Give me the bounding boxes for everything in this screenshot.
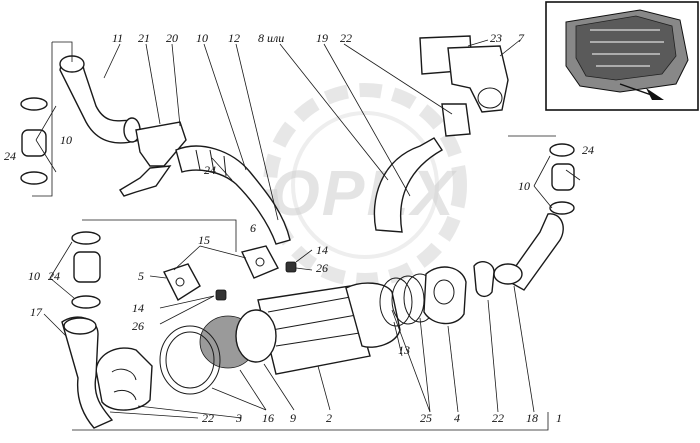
bracket-21 bbox=[119, 165, 172, 197]
label-14-left: 14 bbox=[132, 301, 144, 315]
part-labels: 11 21 20 10 12 8 или 19 22 23 7 10 24 24… bbox=[4, 31, 594, 425]
label-1: 1 bbox=[556, 411, 562, 425]
label-22-bottom-right: 22 bbox=[492, 411, 504, 425]
plug-26-right bbox=[285, 261, 297, 273]
label-14-right: 14 bbox=[316, 243, 328, 257]
label-24-left: 24 bbox=[48, 269, 60, 283]
clamp-10-left-top bbox=[71, 231, 101, 245]
label-10-left: 10 bbox=[28, 269, 40, 283]
hose-17-end bbox=[63, 317, 97, 335]
label-6: 6 bbox=[250, 221, 256, 235]
pipe-12 bbox=[175, 145, 291, 245]
label-10-top: 10 bbox=[196, 31, 208, 45]
label-13: 13 bbox=[398, 343, 410, 357]
label-25: 25 bbox=[420, 411, 432, 425]
label-9: 9 bbox=[290, 411, 296, 425]
plate-6-hole bbox=[255, 257, 265, 267]
label-2: 2 bbox=[326, 411, 332, 425]
cover-4 bbox=[423, 266, 467, 325]
leader-lines bbox=[35, 39, 581, 431]
flange-22-upper bbox=[441, 103, 471, 137]
label-15: 15 bbox=[198, 233, 210, 247]
label-16: 16 bbox=[262, 411, 274, 425]
core-9-shell bbox=[235, 309, 277, 363]
label-21: 21 bbox=[138, 31, 150, 45]
label-19: 19 bbox=[316, 31, 328, 45]
cooler-body-lines bbox=[267, 295, 367, 347]
label-10-upper-left: 10 bbox=[60, 133, 72, 147]
clamp-10-left-bottom bbox=[71, 295, 101, 309]
label-24-pipe: 24 bbox=[204, 163, 216, 177]
label-3: 3 bbox=[235, 411, 242, 425]
plug-26-left bbox=[215, 289, 227, 301]
clamp-10-top bbox=[20, 97, 48, 111]
label-10-right: 10 bbox=[518, 179, 530, 193]
manifold-7 bbox=[447, 45, 509, 113]
sleeve-24-right bbox=[551, 163, 575, 191]
plate-6 bbox=[241, 245, 279, 279]
manifold-7-port bbox=[477, 87, 503, 109]
label-22-top: 22 bbox=[340, 31, 352, 45]
label-8: 8 или bbox=[258, 31, 284, 45]
plate-5 bbox=[163, 263, 201, 302]
callout-box-left bbox=[82, 219, 237, 252]
label-24-upper-left: 24 bbox=[4, 149, 16, 163]
sleeve-24-left bbox=[73, 251, 101, 283]
end-cover-3-detail bbox=[111, 368, 137, 401]
label-22-bottom-left: 22 bbox=[202, 411, 214, 425]
watermark-gear bbox=[263, 83, 467, 287]
label-26-right: 26 bbox=[316, 261, 328, 275]
clamp-10-right-top bbox=[549, 143, 575, 157]
cover-4-port bbox=[433, 279, 455, 305]
sleeve-24-upper bbox=[21, 129, 47, 157]
label-17: 17 bbox=[30, 305, 43, 319]
label-12: 12 bbox=[228, 31, 240, 45]
gasket-16 bbox=[159, 325, 221, 395]
label-24-right: 24 bbox=[582, 143, 594, 157]
label-7: 7 bbox=[518, 31, 525, 45]
label-20: 20 bbox=[166, 31, 178, 45]
ring-25a bbox=[379, 277, 413, 327]
label-23: 23 bbox=[490, 31, 502, 45]
plate-5-hole bbox=[175, 277, 185, 287]
pipe-19 bbox=[373, 137, 444, 233]
clamp-10-bottom bbox=[20, 171, 48, 185]
gasket-16-inner bbox=[165, 331, 215, 389]
label-5: 5 bbox=[138, 269, 144, 283]
cooler-flange-13 bbox=[345, 282, 401, 348]
label-18: 18 bbox=[526, 411, 538, 425]
end-cover-3 bbox=[95, 347, 153, 411]
callout-box-upper-left bbox=[32, 41, 73, 197]
ring-25b bbox=[391, 275, 425, 325]
engine-inset bbox=[545, 1, 699, 111]
label-4: 4 bbox=[454, 411, 460, 425]
flange-18 bbox=[493, 263, 523, 285]
watermark-text: OPEX bbox=[270, 157, 457, 229]
label-11: 11 bbox=[112, 31, 123, 45]
label-26-left: 26 bbox=[132, 319, 144, 333]
gasket-22-right bbox=[473, 261, 495, 298]
clamp-10-right-bottom bbox=[549, 201, 575, 215]
